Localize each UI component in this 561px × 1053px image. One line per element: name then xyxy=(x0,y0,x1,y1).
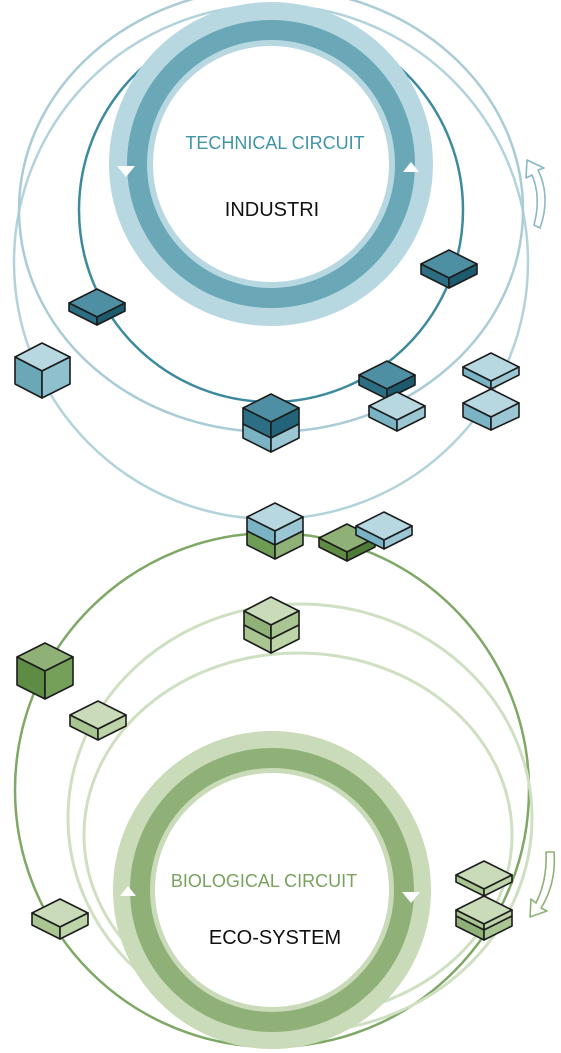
biological-left-triangle-arrow-icon xyxy=(120,886,136,896)
biological-title: BIOLOGICAL CIRCUIT xyxy=(171,871,357,891)
biological-right-triangle-arrow-icon xyxy=(402,892,420,903)
block-technical-stack-dark xyxy=(358,360,426,432)
biological-subtitle: ECO-SYSTEM xyxy=(209,927,341,949)
technical-curved-arrow-icon xyxy=(525,159,546,229)
biological-curved-arrow-icon xyxy=(529,851,556,918)
block-technical-cube-center xyxy=(242,393,300,453)
block-technical-cube-left xyxy=(14,342,71,399)
block-technical-stack-light xyxy=(462,352,520,431)
biological-ring-mid xyxy=(130,748,414,1032)
block-technical-flat-left xyxy=(68,288,126,326)
biological-circuit: BIOLOGICAL CIRCUIT ECO-SYSTEM xyxy=(13,531,556,1049)
block-biological-flat-bottom xyxy=(31,898,89,940)
technical-ring-mid xyxy=(127,20,415,308)
block-junction-blue-slab xyxy=(355,511,413,550)
block-biological-cube-top xyxy=(243,596,300,654)
technical-right-triangle-arrow-icon xyxy=(403,162,419,172)
block-biological-flat-mid xyxy=(69,700,127,741)
technical-title: TECHNICAL CIRCUIT xyxy=(185,133,364,153)
block-biological-stack-right xyxy=(455,860,513,941)
technical-subtitle: INDUSTRI xyxy=(225,199,319,221)
blocks xyxy=(14,249,520,941)
technical-circuit: TECHNICAL CIRCUIT INDUSTRI xyxy=(12,0,546,521)
block-junction-cube xyxy=(246,502,304,560)
block-technical-flat-right xyxy=(420,249,478,289)
block-biological-cube-left xyxy=(16,642,74,700)
technical-left-triangle-arrow-icon xyxy=(117,166,135,177)
